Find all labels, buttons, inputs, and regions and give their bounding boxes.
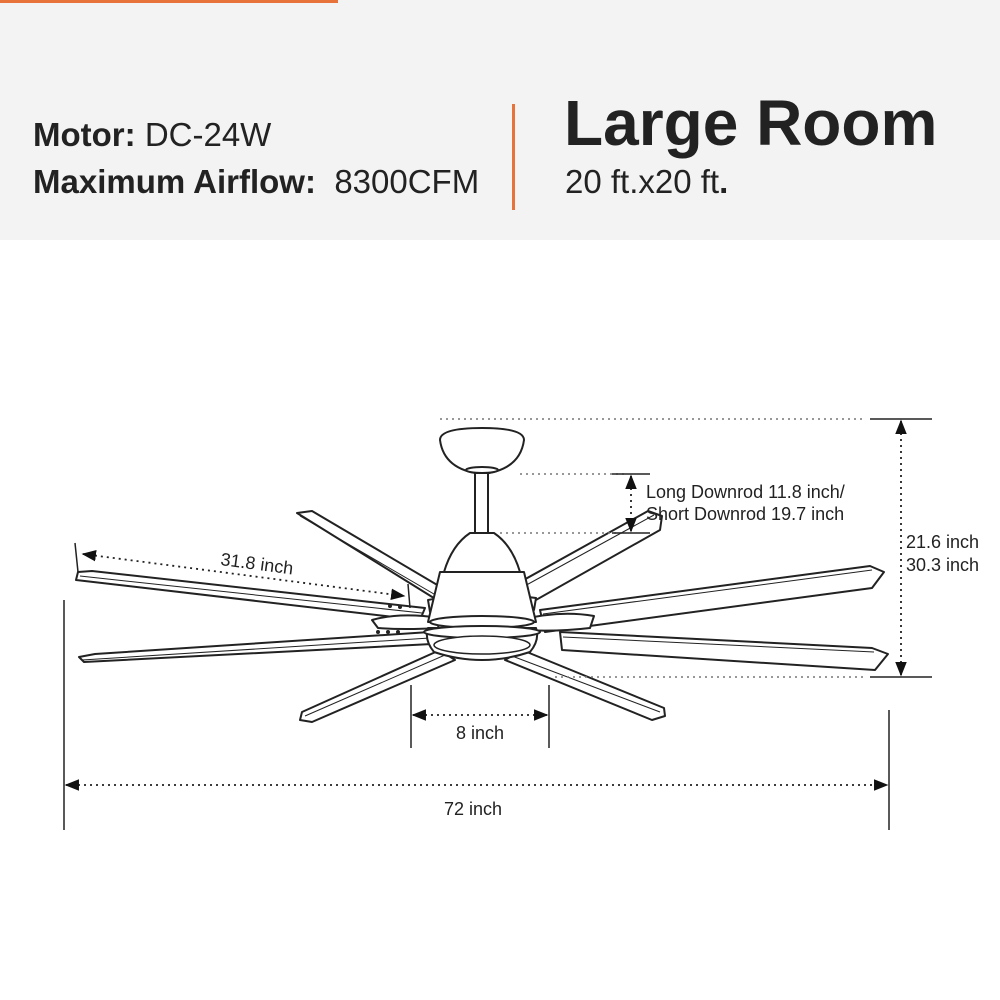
airflow-spec: Maximum Airflow: 8300CFM <box>33 163 479 201</box>
header-divider <box>512 104 515 210</box>
room-size-end: . <box>719 163 729 200</box>
room-title: Large Room <box>564 87 938 159</box>
accent-line <box>0 0 338 3</box>
height-label-2: 30.3 inch <box>906 555 979 575</box>
room-size: 20 ft.x20 ft. <box>565 163 728 201</box>
motor-spec: Motor: DC-24W <box>33 116 271 154</box>
airflow-value: 8300CFM <box>334 163 480 200</box>
extension-lines <box>440 418 865 678</box>
airflow-label: Maximum Airflow: <box>33 163 316 200</box>
canopy <box>439 427 525 475</box>
spec-banner: Motor: DC-24W Maximum Airflow: 8300CFM L… <box>0 0 1000 240</box>
downrod-label-short: Short Downrod 19.7 inch <box>646 504 844 524</box>
fan-blade-left <box>75 570 426 621</box>
motor-label: Motor: <box>33 116 136 153</box>
blade-length-label: 31.8 inch <box>219 549 294 578</box>
fan-blade-bottom-left <box>299 649 456 723</box>
height-label-1: 21.6 inch <box>906 532 979 552</box>
room-size-text: 20 ft.x20 ft <box>565 163 720 200</box>
fan-blade-bottom-right <box>504 649 666 721</box>
downrod-label-long: Long Downrod 11.8 inch/ <box>646 482 845 502</box>
fan-blade-lower-left <box>78 631 433 663</box>
fan-blade-far-right <box>559 631 889 671</box>
bounds-lines <box>63 418 932 830</box>
span-label: 72 inch <box>444 799 502 819</box>
fan-illustration <box>75 427 889 723</box>
light-width-label: 8 inch <box>456 723 504 743</box>
motor-value: DC-24W <box>144 116 272 153</box>
downrod <box>474 472 489 534</box>
motor-housing <box>443 532 521 573</box>
